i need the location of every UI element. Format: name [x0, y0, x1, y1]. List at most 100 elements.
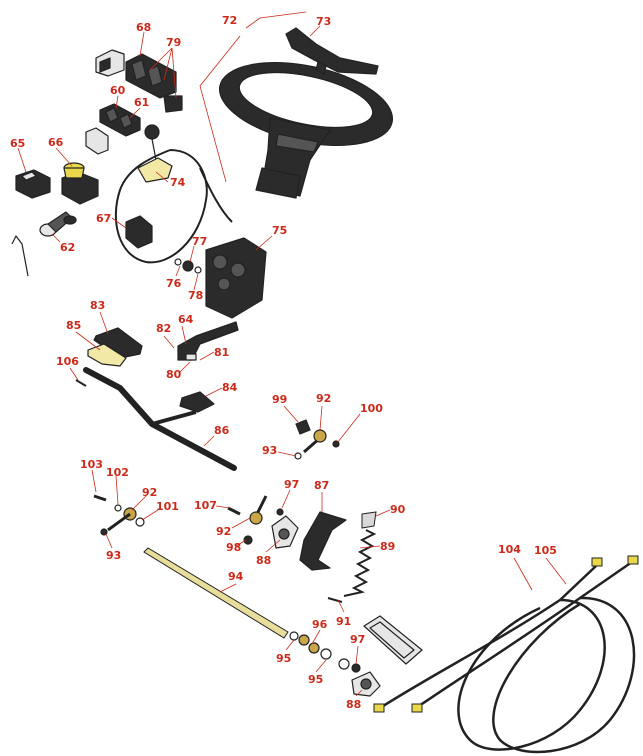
callout-68: 68: [136, 21, 151, 34]
callout-60: 60: [110, 84, 126, 97]
callout-81: 81: [214, 346, 229, 359]
leader-91: [337, 599, 345, 613]
part-throttle-lever-74: [137, 124, 173, 183]
leader-106: [69, 367, 79, 381]
callout-64: 64: [178, 313, 194, 326]
callout-93b: 93: [106, 549, 121, 562]
leader-92b: [131, 495, 147, 511]
leader-62: [51, 233, 61, 243]
callout-90: 90: [390, 503, 406, 516]
part-connector-68: [95, 49, 125, 77]
callout-94: 94: [228, 570, 244, 583]
part-linkage-99-92-100: [294, 419, 340, 460]
leader-82: [163, 335, 175, 349]
leader-107: [215, 505, 231, 509]
leader-94: [219, 583, 237, 593]
leader-67: [111, 217, 127, 229]
callout-97b: 97: [350, 633, 365, 646]
callout-80: 80: [166, 368, 182, 381]
callout-93a: 93: [262, 444, 277, 457]
leader-97b: [355, 645, 359, 665]
callout-85: 85: [66, 319, 81, 332]
leader-86: [203, 435, 215, 447]
callout-105: 105: [534, 544, 557, 557]
part-shaft-86: [83, 367, 237, 471]
leader-72: [199, 11, 307, 183]
callout-107: 107: [194, 499, 217, 512]
callout-92c: 92: [216, 525, 231, 538]
callout-65: 65: [10, 137, 25, 150]
leader-68: [139, 31, 145, 57]
leader-105: [545, 557, 567, 585]
leader-60: [115, 95, 119, 109]
part-cables-104-105: [373, 555, 639, 754]
part-ignition-62: [39, 211, 77, 237]
leader-81: [199, 351, 215, 361]
leader-92a: [319, 405, 323, 431]
callout-97a: 97: [284, 478, 299, 491]
callout-78: 78: [188, 289, 203, 302]
callout-66: 66: [48, 136, 64, 149]
leader-61: [129, 107, 141, 119]
leader-103: [91, 469, 97, 493]
leader-64: [181, 325, 187, 345]
part-pin-106: [75, 379, 87, 387]
callout-99: 99: [272, 393, 287, 406]
callout-89: 89: [380, 540, 395, 553]
leader-lines: [17, 11, 567, 697]
leader-65: [17, 147, 27, 173]
callout-95b: 95: [308, 673, 323, 686]
callout-91: 91: [336, 615, 351, 628]
callout-82: 82: [156, 322, 171, 335]
leader-98: [235, 539, 247, 547]
leader-88b: [355, 689, 363, 697]
leader-101: [141, 509, 159, 521]
callout-83: 83: [90, 299, 105, 312]
callout-labels: 68 72 73 79 60 61 65 66 74 67 62 75 77 7…: [10, 14, 557, 711]
callout-75: 75: [272, 224, 287, 237]
part-switch-65: [15, 169, 51, 199]
part-wheel-cap-73: [285, 27, 379, 75]
part-bracket-84: [179, 391, 215, 413]
part-switch-60: [99, 103, 141, 137]
callout-74: 74: [170, 176, 186, 189]
part-bracket-83: [93, 327, 143, 359]
callout-76: 76: [166, 277, 182, 290]
part-key-switch-66: [61, 162, 99, 205]
leader-75: [255, 235, 273, 251]
part-throttle-cable: [114, 149, 233, 264]
callout-106: 106: [56, 355, 79, 368]
leader-85: [75, 331, 101, 351]
part-steering-wheel-72: [218, 61, 394, 199]
callout-67: 67: [96, 212, 111, 225]
leader-95a: [285, 639, 295, 651]
leader-96: [311, 629, 321, 645]
part-key-62: [11, 235, 29, 277]
part-bracket-87: [299, 511, 347, 571]
part-pin-91: [327, 597, 343, 603]
leader-77: [189, 245, 195, 263]
leader-76: [175, 265, 181, 277]
part-switch-67: [125, 215, 153, 249]
leader-74: [155, 171, 169, 183]
callout-61: 61: [134, 96, 149, 109]
callout-102: 102: [106, 466, 129, 479]
part-fitting-76: [174, 258, 202, 274]
callout-101: 101: [156, 500, 179, 513]
callout-92a: 92: [316, 392, 331, 405]
leader-89: [359, 545, 381, 549]
part-mount-88-lower: [289, 631, 381, 697]
part-plate: [363, 615, 423, 665]
callout-72: 72: [222, 14, 237, 27]
leader-99: [283, 405, 299, 423]
callout-84: 84: [222, 381, 238, 394]
leader-83: [99, 311, 109, 335]
leader-88a: [265, 539, 281, 553]
leader-100: [337, 413, 361, 443]
part-spring-89: [343, 511, 377, 597]
callout-79: 79: [166, 36, 181, 49]
leader-97a: [281, 489, 291, 509]
callout-96: 96: [312, 618, 328, 631]
leader-90: [375, 509, 391, 517]
